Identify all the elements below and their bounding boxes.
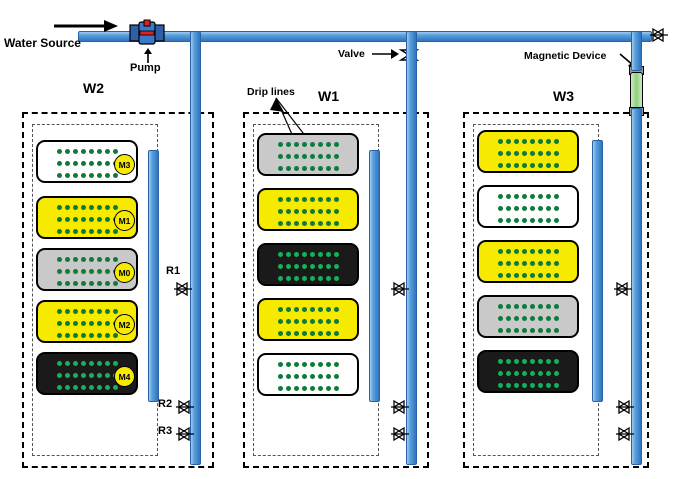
replicate-label-r1: R1 — [166, 265, 181, 277]
bed-w1-5 — [257, 353, 359, 396]
zone-riser-pipe-w2 — [190, 31, 201, 465]
valve-icon-main-end — [650, 27, 668, 43]
valve-pointer-arrow — [372, 49, 399, 59]
bed-w1-2 — [257, 188, 359, 231]
zone-boundary-w2 — [22, 112, 214, 468]
valve-icon-w2-r3 — [176, 426, 194, 442]
flow-direction-arrow — [54, 20, 118, 32]
bed-w1-1 — [257, 133, 359, 176]
treatment-tag-m1: M1 — [114, 210, 135, 231]
pump-icon — [129, 19, 165, 45]
zone-label-w3: W3 — [553, 88, 574, 104]
bed-w3-3 — [477, 240, 579, 283]
treatment-tag-m0: M0 — [114, 262, 135, 283]
bed-w3-5 — [477, 350, 579, 393]
bed-w3-2 — [477, 185, 579, 228]
zone-label-w1: W1 — [318, 88, 339, 104]
zone-lateral-header-w1 — [369, 150, 380, 402]
zone-lateral-header-w3 — [592, 140, 603, 402]
bed-w2-1: M3 — [36, 140, 138, 183]
bed-w3-4 — [477, 295, 579, 338]
magnetic-device-icon — [630, 72, 643, 110]
treatment-tag-m2: M2 — [114, 314, 135, 335]
bed-w1-4 — [257, 298, 359, 341]
bed-w2-5: M4 — [36, 352, 138, 395]
valve-icon-w2-r2 — [176, 399, 194, 415]
treatment-tag-m4: M4 — [114, 366, 135, 387]
valve-icon-w1-r2 — [391, 399, 409, 415]
pump-pointer-arrow — [144, 48, 152, 63]
main-supply-pipe — [78, 31, 652, 42]
pump-label: Pump — [130, 62, 161, 74]
zone-riser-pipe-w1 — [406, 31, 417, 465]
zone-boundary-w3 — [463, 112, 649, 468]
valve-icon-w1-r3 — [391, 426, 409, 442]
zone-boundary-w1 — [243, 112, 429, 468]
valve-icon-w2-r1 — [174, 281, 192, 297]
bed-w3-1 — [477, 130, 579, 173]
zone-riser-pipe-w3 — [631, 108, 642, 465]
valve-icon-w3-r3 — [616, 426, 634, 442]
zone-riser-pipe-w3-top — [631, 31, 642, 71]
replicate-label-r2: R2 — [158, 398, 173, 410]
bed-w2-3: M0 — [36, 248, 138, 291]
bed-w2-2: M1 — [36, 196, 138, 239]
valve-icon-w3-r2 — [616, 399, 634, 415]
valve-icon-w1-r1 — [391, 281, 409, 297]
valve-label: Valve — [338, 48, 365, 60]
bed-w1-3 — [257, 243, 359, 286]
bed-w2-4: M2 — [36, 300, 138, 343]
magnetic-device-label: Magnetic Device — [524, 50, 607, 62]
drip-lines-label: Drip lines — [247, 86, 295, 98]
zone-inner-dash-w3 — [473, 124, 599, 456]
water-source-label: Water Source — [4, 36, 81, 50]
treatment-tag-m3: M3 — [114, 154, 135, 175]
zone-lateral-header-w2 — [148, 150, 159, 402]
zone-label-w2: W2 — [83, 80, 104, 96]
valve-icon-w3-r1 — [614, 281, 632, 297]
replicate-label-r3: R3 — [158, 425, 173, 437]
